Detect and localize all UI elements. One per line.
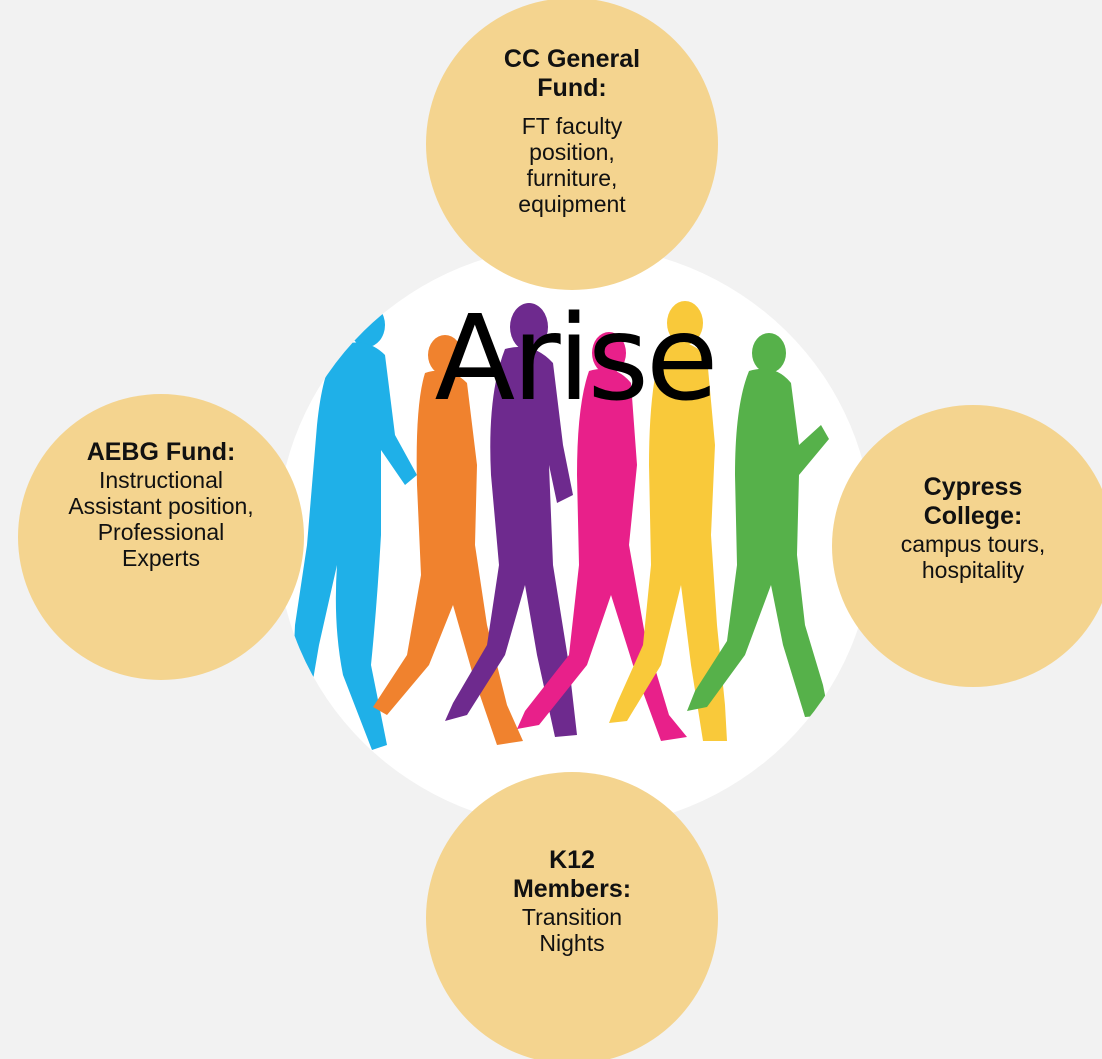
cc-general-fund-bubble: CC General Fund: FT faculty position, fu… (426, 0, 718, 290)
walking-people-icon (291, 301, 829, 750)
green-walker-figure (687, 333, 829, 717)
blue-walker-figure (291, 303, 417, 750)
purple-walker-figure (445, 303, 577, 737)
k12-members-bubble: K12 Members: Transition Nights (426, 772, 718, 1059)
bubble-body: Transition Nights (521, 904, 623, 956)
bubble-heading: K12 Members: (512, 846, 632, 903)
bubble-body: campus tours, hospitality (900, 531, 1046, 583)
aebg-fund-bubble: AEBG Fund: Instructional Assistant posit… (18, 394, 304, 680)
bubble-heading: AEBG Fund: (86, 438, 236, 466)
bubble-heading: Cypress College: (923, 473, 1023, 530)
bubble-body: FT faculty position, furniture, equipmen… (518, 113, 626, 217)
hub-circle: Arise (277, 245, 873, 829)
bubble-body: Instructional Assistant position, Profes… (68, 467, 254, 571)
hub-title: Arise (434, 289, 718, 427)
bubble-heading: CC General Fund: (503, 45, 641, 102)
cypress-college-bubble: Cypress College: campus tours, hospitali… (832, 405, 1102, 687)
yellow-walker-figure (609, 301, 727, 741)
